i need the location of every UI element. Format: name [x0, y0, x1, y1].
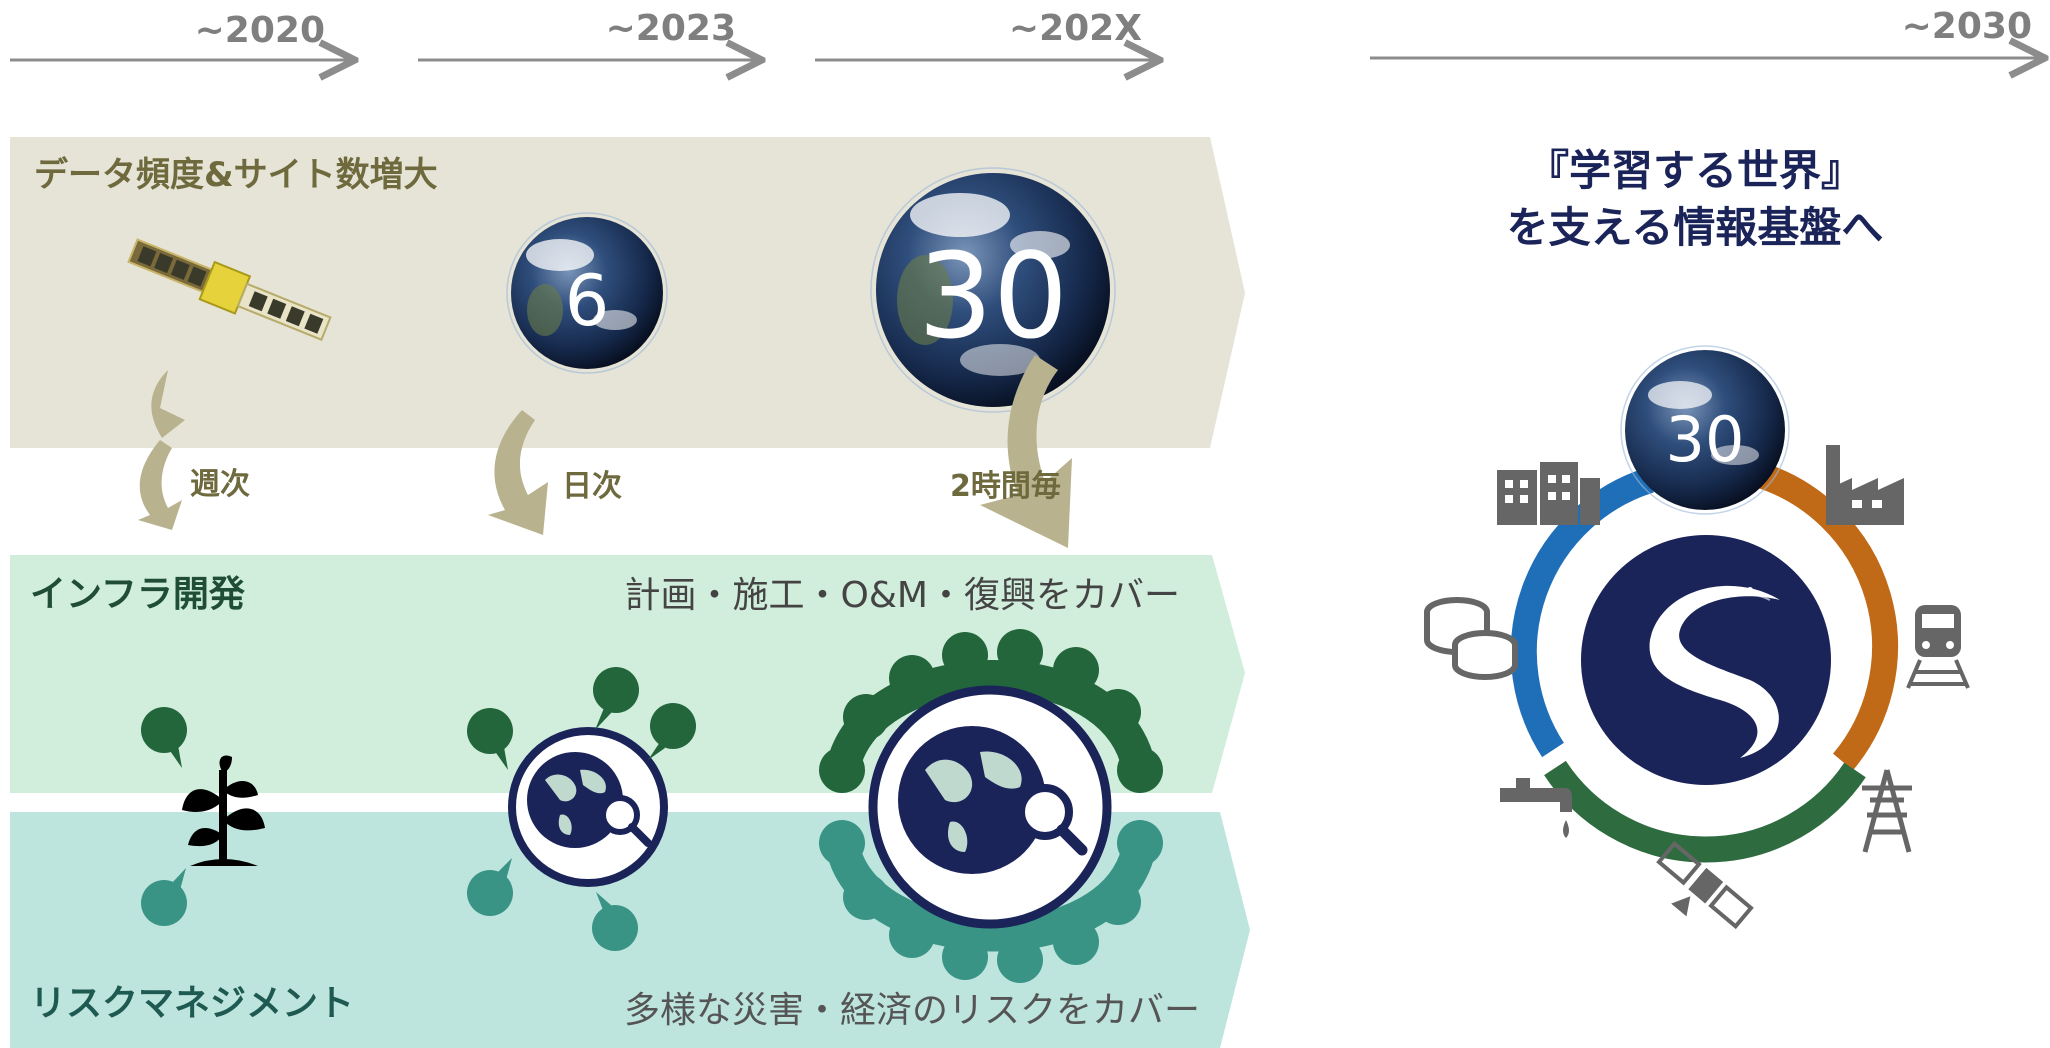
- frequency-arrows: 週次 日次 2時間毎: [138, 355, 1072, 548]
- globe-image-2030: 30: [1620, 345, 1790, 515]
- vision-section: 『学習する世界』 を支える情報基盤へ 30: [1424, 146, 1970, 930]
- ring-segment-orange: [1755, 462, 1898, 771]
- timeline-label-2020: ~2020: [195, 10, 325, 51]
- sprout-icon: [182, 755, 265, 866]
- risk-band-caption: 多様な災害・経済のリスクをカバー: [624, 990, 1200, 1031]
- factory-icon: [1826, 445, 1904, 525]
- speech-bubble-icon: [141, 707, 187, 768]
- frequency-two-hourly: 2時間毎: [950, 469, 1061, 504]
- timeline-label-2030: ~2030: [1902, 6, 2032, 47]
- weekly-arrow: [151, 370, 185, 438]
- frequency-weekly: 週次: [190, 467, 250, 502]
- timeline-label-2023: ~2023: [606, 8, 736, 49]
- two-hourly-arrow: [980, 355, 1072, 548]
- data-band-title: データ頻度&サイト数増大: [34, 155, 438, 195]
- globe-count-2030: 30: [1666, 403, 1745, 476]
- ring-segment-green: [1544, 760, 1866, 863]
- monitoring-group-202x: [819, 629, 1163, 983]
- monitoring-group-2023: [467, 667, 696, 951]
- train-icon: [1906, 605, 1970, 689]
- infra-bubble-dots: [819, 629, 1163, 793]
- vision-title-line2: を支える情報基盤へ: [1507, 203, 1884, 252]
- globe-search-icon: [898, 726, 1088, 874]
- speech-bubble-icon: [648, 703, 696, 760]
- vision-title-line1: 『学習する世界』: [1527, 146, 1863, 195]
- building-icon: [1497, 462, 1600, 525]
- timeline-label-202x: ~202X: [1009, 8, 1142, 49]
- coins-icon: [1424, 597, 1518, 680]
- risk-bubble-dots: [819, 820, 1163, 983]
- satellite-image: [127, 238, 332, 342]
- satellite-count-202x: 30: [918, 227, 1068, 365]
- infra-band-title: インフラ開発: [30, 574, 246, 615]
- faucet-icon: [1500, 778, 1572, 838]
- satellite-count-2023: 6: [565, 260, 610, 342]
- weekly-arrow-shape: [138, 440, 182, 530]
- speech-bubble-icon: [592, 892, 638, 951]
- timeline: ~2020 ~2023 ~202X ~2030: [10, 6, 2045, 60]
- speech-bubble-icon: [141, 868, 187, 926]
- globe-image-202x: 30: [870, 167, 1116, 413]
- risk-band-title: リスクマネジメント: [30, 983, 354, 1024]
- speech-bubble-icon: [467, 708, 513, 770]
- ring-segment-blue: [1510, 467, 1654, 758]
- globe-search-icon: [527, 752, 652, 848]
- data-band: データ頻度&サイト数増大 6: [10, 137, 1245, 448]
- sprout-group: [141, 707, 265, 926]
- satellite-icon: [1656, 840, 1754, 930]
- power-tower-icon: [1862, 769, 1912, 853]
- logo-icon: [1581, 535, 1831, 785]
- infra-band-caption: 計画・施工・O&M・復興をカバー: [625, 575, 1180, 616]
- daily-arrow: [488, 410, 548, 535]
- frequency-daily: 日次: [562, 469, 622, 504]
- speech-bubble-icon: [593, 667, 639, 730]
- globe-image-2023: 6: [506, 212, 668, 374]
- speech-bubble-icon: [467, 858, 513, 916]
